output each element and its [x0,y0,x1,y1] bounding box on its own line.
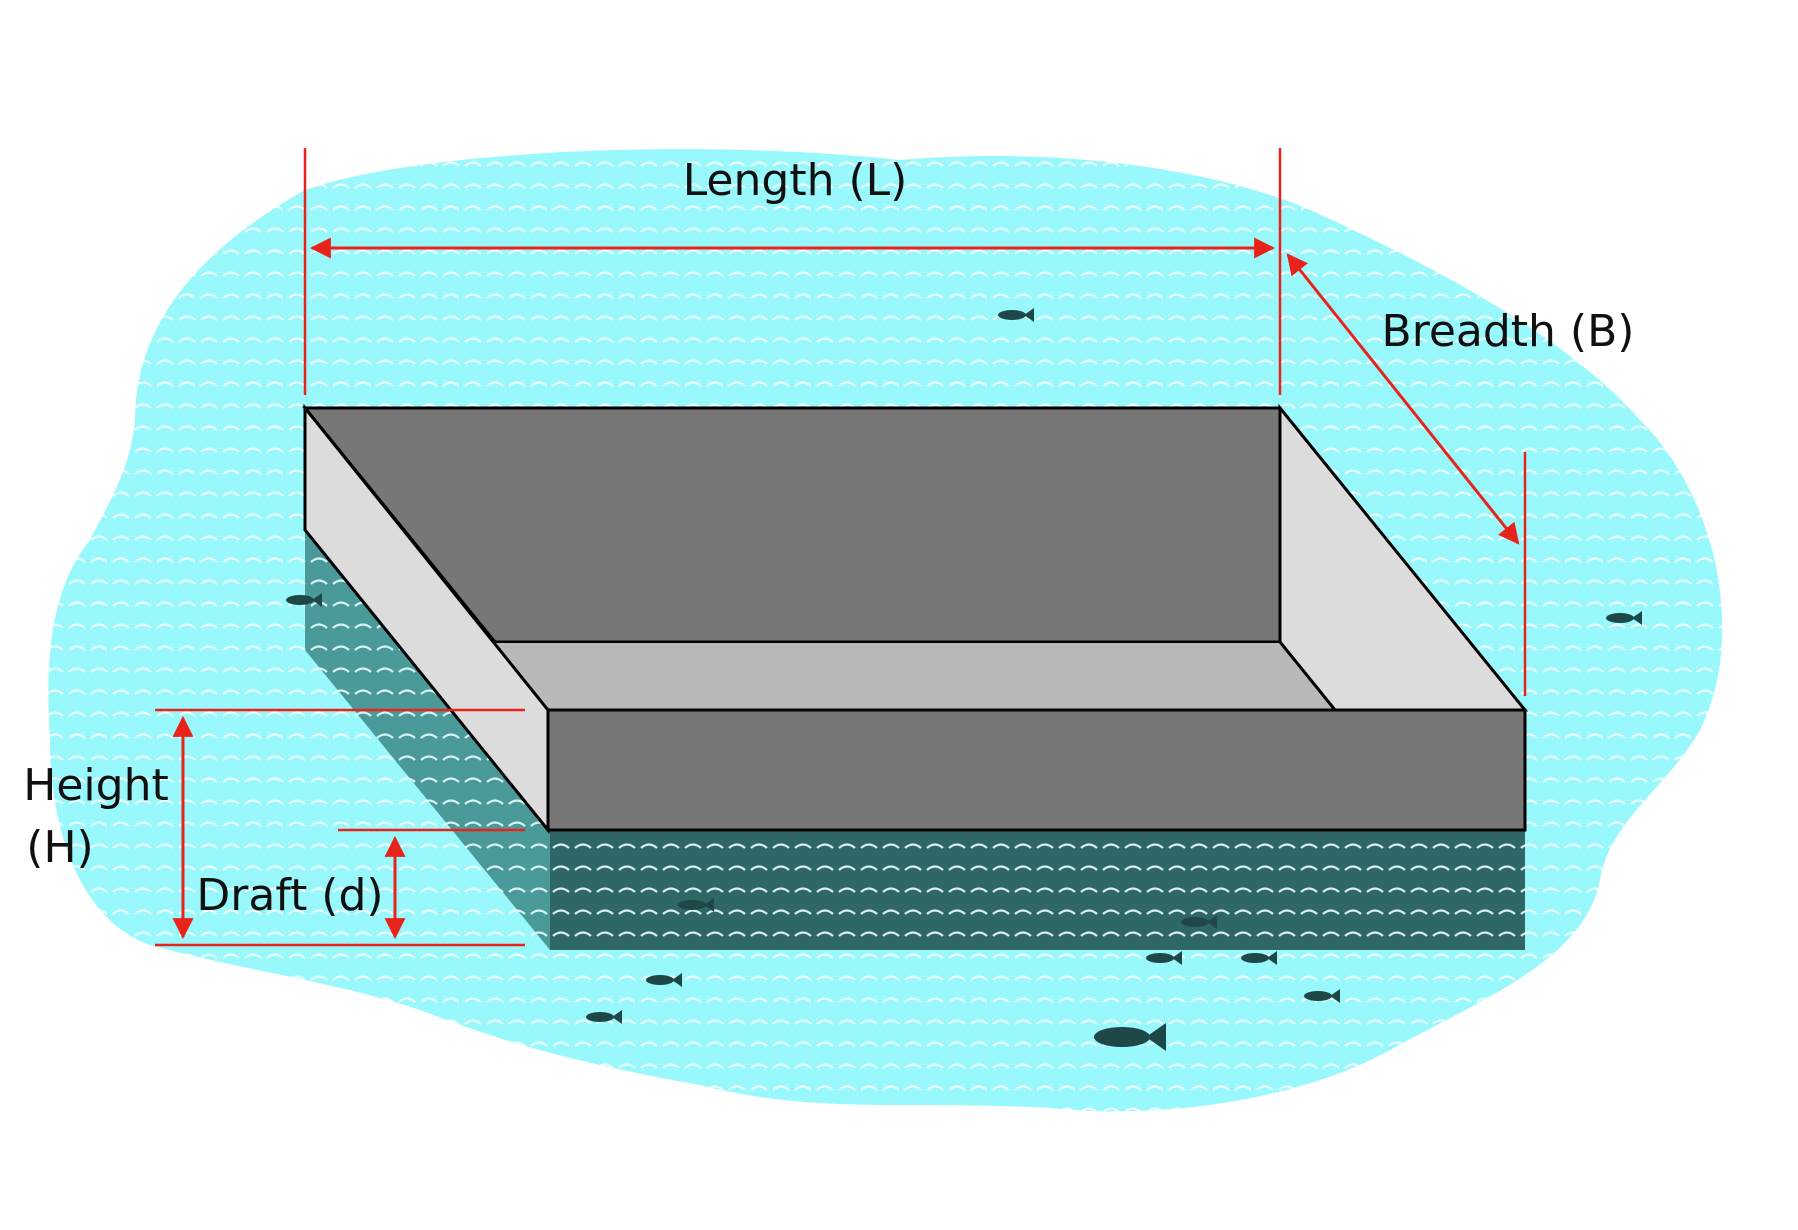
height-dimension [155,708,525,947]
breadth-arrow [1286,253,1520,545]
front-wall [546,708,1527,832]
draft-dimension [338,828,525,940]
inner-floor [495,642,1335,710]
breadth-dimension [1286,253,1527,696]
height-label-line1: Height [23,760,168,811]
height-label-line2: (H) [26,822,93,873]
length-dimension [303,148,1282,395]
submerged-side-face [305,530,550,950]
length-label: Length (L) [683,155,908,206]
breadth-label: Breadth (B) [1382,306,1635,357]
draft-label: Draft (d) [196,870,383,921]
submerged-front-face [550,830,1525,950]
